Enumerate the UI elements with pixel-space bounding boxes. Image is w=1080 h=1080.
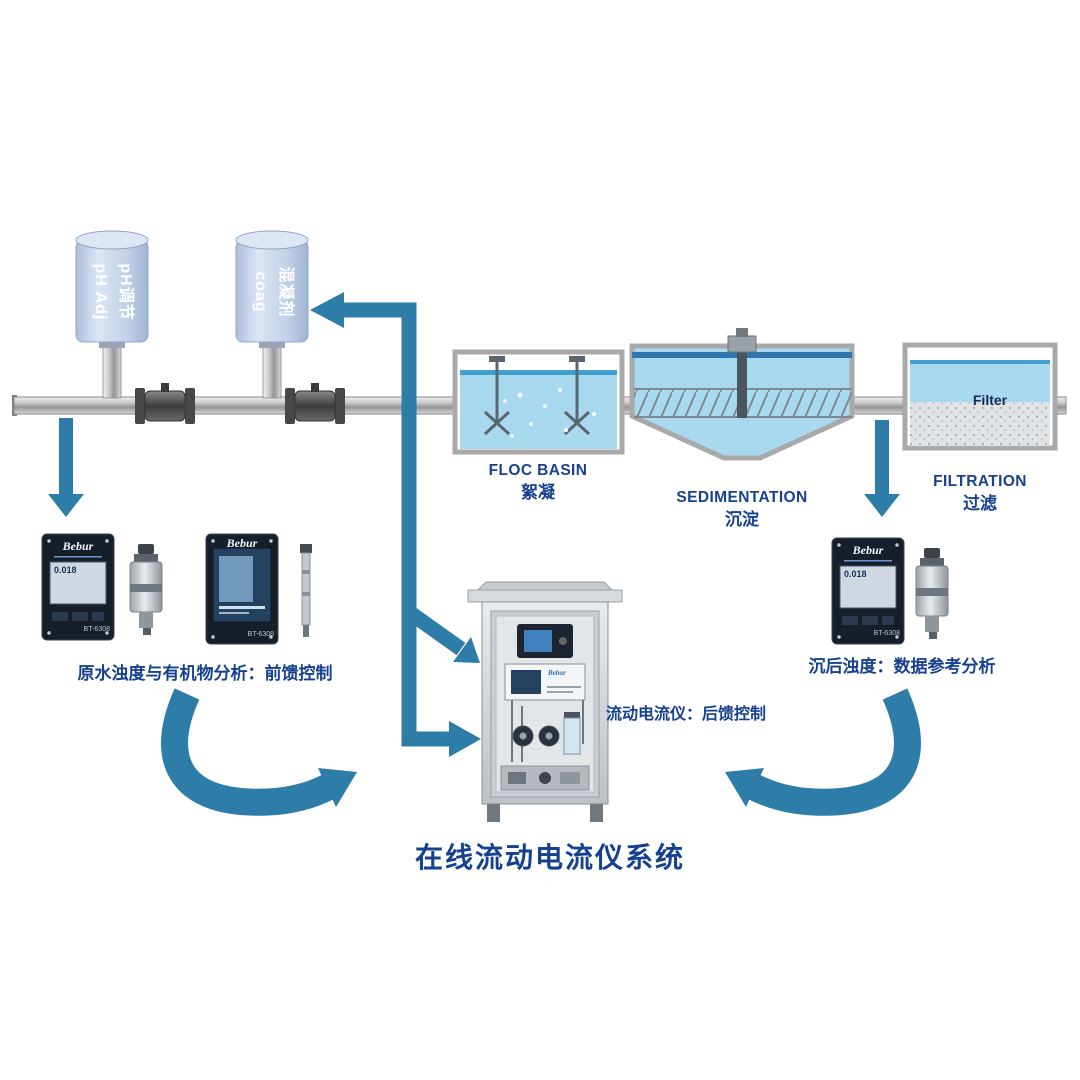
filter-media [910, 402, 1050, 446]
turbidity-sensor-left [129, 544, 163, 635]
bubbles [503, 388, 596, 438]
analyzer-right-brand: Bebur [852, 543, 884, 557]
branch-to-cabinet [404, 605, 466, 656]
settled-water-sample-line [875, 420, 889, 494]
cycle-arrow-left-head [318, 768, 357, 807]
coagulant-tank-label: 混凝剂 coag [246, 244, 298, 340]
cycle-arrows [161, 688, 921, 816]
organics-probe [300, 544, 312, 637]
ph-tank-label: pH调节 pH Adj [86, 244, 138, 340]
mixer-2 [563, 356, 591, 436]
filter-media-label: Filter [972, 392, 1008, 408]
sedimentation-label-zh: 沉淀 [725, 510, 759, 529]
analyzer-screen [839, 565, 897, 609]
analyzer-right-reading: 0.018 [844, 569, 867, 579]
turbidity-sensor-right [915, 548, 949, 639]
floc-basin-label: FLOC BASIN 絮凝 [458, 460, 618, 505]
analyzer-left-1-model: BT-6308 [83, 626, 110, 633]
floc-basin-label-en: FLOC BASIN [488, 462, 588, 479]
ph-tank-stem [102, 341, 122, 399]
dosing-feedback-line [342, 302, 452, 747]
analyzer-left-2-brand: Bebur [226, 536, 258, 550]
scraper-drive [727, 335, 757, 353]
floc-basin [452, 349, 625, 455]
arrow-to-coagulant-tank [310, 292, 344, 328]
coagulant-tank-label-zh: 混凝剂 [277, 266, 294, 318]
ph-tank-label-en: pH Adj [92, 263, 109, 321]
filtration-label-zh: 过滤 [963, 494, 997, 513]
cycle-arrow-left [161, 688, 335, 816]
scraper-shaft [737, 352, 747, 418]
analyzer-left-1 [41, 533, 115, 641]
filtration-label: FILTRATION 过滤 [905, 471, 1055, 516]
ph-tank [75, 230, 149, 343]
filtration-label-en: FILTRATION [933, 473, 1027, 490]
annotation-feedforward: 原水浊度与有机物分析：前馈控制 [77, 664, 333, 683]
arrow-down-left [48, 494, 84, 517]
cycle-arrow-right [747, 688, 921, 816]
analyzer-left-2 [205, 533, 279, 645]
analyzer-right [831, 537, 905, 645]
coagulant-tank [235, 230, 309, 343]
arrow-to-cabinet-top [453, 637, 480, 663]
filtration-basin [902, 342, 1058, 451]
floc-basin-label-zh: 絮凝 [521, 483, 555, 502]
mixer-1 [483, 356, 511, 436]
sedimentation-label: SEDIMENTATION 沉淀 [642, 487, 842, 532]
cycle-arrow-right-head [725, 768, 764, 807]
annotation-reference: 沉后浊度：数据参考分析 [808, 657, 996, 676]
page-title: 在线流动电流仪系统 [414, 842, 685, 873]
arrow-down-right [864, 494, 900, 517]
analyzer-left-2-model: BT-6308 [247, 631, 274, 638]
ph-tank-label-zh: pH调节 [117, 263, 134, 321]
annotation-feedback: 流动电流仪：后馈控制 [606, 706, 767, 723]
analyzer-left-1-brand: Bebur [62, 539, 94, 553]
arrow-to-cabinet-bottom [449, 721, 481, 757]
sedimentation-basin [629, 328, 855, 461]
sedimentation-label-en: SEDIMENTATION [676, 489, 808, 506]
cabinet-controller-brand: Bebur [548, 669, 566, 677]
analyzer-cabinet [467, 581, 623, 822]
raw-water-sample-line [59, 418, 73, 494]
dosing-valve-2 [285, 383, 345, 424]
sample-cell [563, 717, 581, 755]
flow-arrows [48, 292, 900, 757]
analyzer-left-1-reading: 0.018 [54, 565, 77, 575]
coagulant-tank-label-en: coag [252, 271, 269, 313]
coag-tank-stem [262, 341, 282, 399]
analyzer-screen [49, 561, 107, 605]
analyzer-right-model: BT-6308 [873, 630, 900, 637]
dosing-valve-1 [135, 383, 195, 424]
